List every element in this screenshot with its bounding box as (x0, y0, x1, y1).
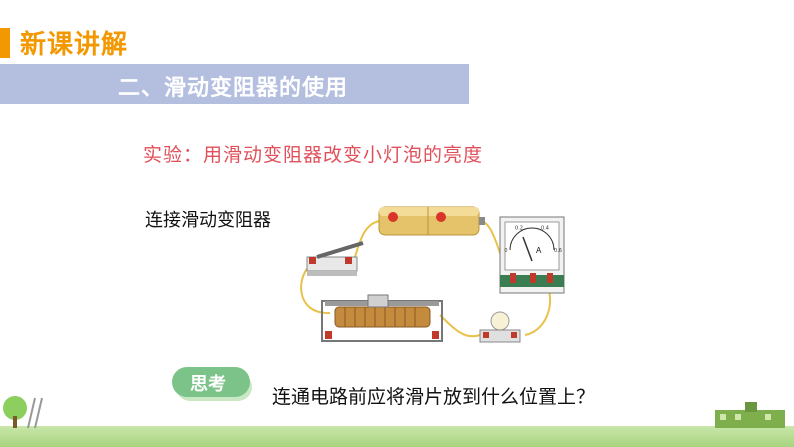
ground-strip (0, 426, 794, 447)
ammeter-label: A (536, 246, 542, 255)
circuit-diagram: A 0 0.2 0.4 0.6 (300, 206, 565, 343)
ammeter-tick-label: 0.6 (554, 248, 562, 254)
section-marker (0, 28, 10, 58)
bulb-icon (479, 311, 521, 343)
banner (0, 64, 469, 104)
battery-icon (378, 206, 485, 236)
connect-label: 连接滑动变阻器 (145, 210, 271, 231)
tree-icon (3, 396, 43, 429)
section-title: 新课讲解 (20, 30, 129, 60)
ammeter-icon: A (499, 216, 565, 294)
rheostat-icon (321, 294, 443, 342)
house-icon (715, 402, 785, 428)
think-badge (172, 367, 252, 401)
think-label: 思考 (190, 374, 226, 395)
experiment-title: 实验：用滑动变阻器改变小灯泡的亮度 (143, 144, 484, 166)
think-question: 连通电路前应将滑片放到什么位置上？ (272, 386, 596, 408)
switch-icon (306, 241, 364, 276)
ammeter-tick-label: 0.4 (541, 226, 549, 232)
banner-title: 二、滑动变阻器的使用 (118, 76, 349, 101)
ammeter-tick-label: 0.2 (515, 226, 523, 232)
ammeter-tick-label: 0 (504, 248, 507, 254)
